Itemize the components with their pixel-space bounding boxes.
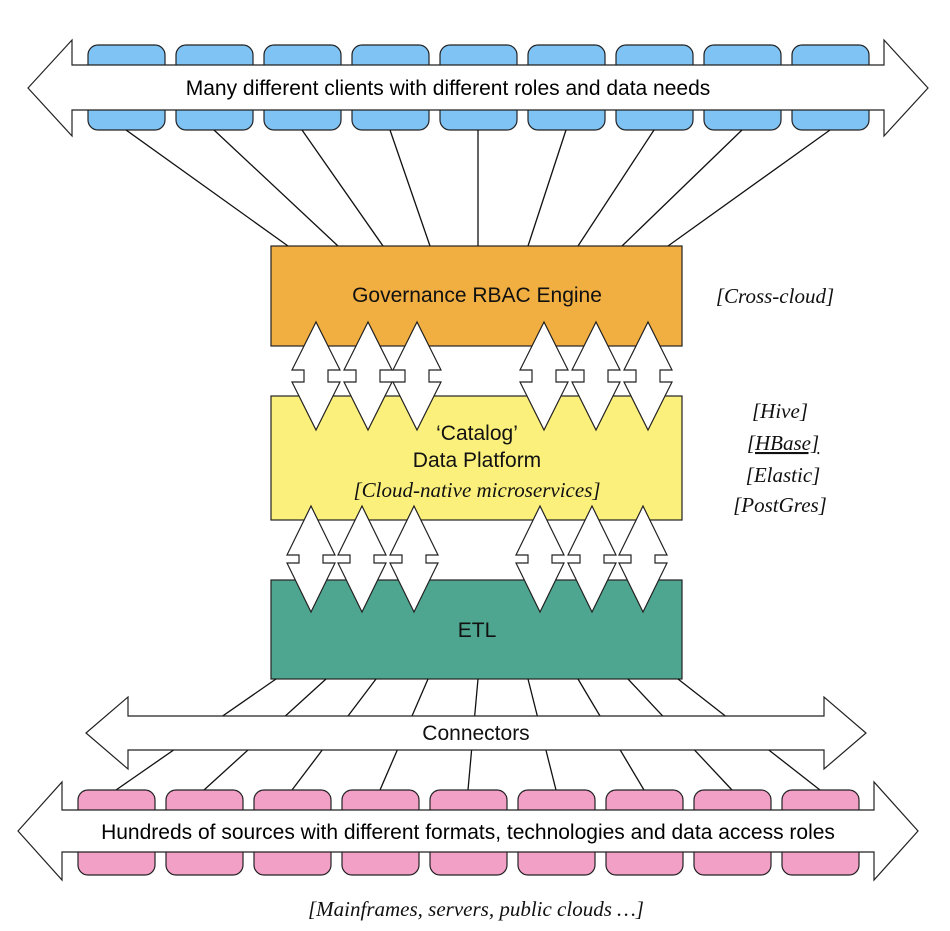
clients-banner-arrow	[27, 38, 929, 138]
etl-label: ETL	[458, 619, 497, 642]
connection-line	[621, 129, 743, 247]
catalog-tech-note: [Cloud-native microservices]	[353, 478, 600, 502]
double-arrow-icon	[392, 320, 442, 432]
clients-banner-label: Many different clients with different ro…	[186, 77, 711, 100]
connection-line	[389, 129, 431, 247]
double-arrow-icon	[343, 320, 393, 432]
client-connection-lines	[125, 129, 831, 247]
connection-line	[301, 129, 384, 247]
connection-line	[213, 129, 339, 247]
catalog-title: ‘Catalog’	[436, 422, 518, 445]
sources-note: [Mainframes, servers, public clouds …]	[308, 897, 644, 921]
connection-line	[527, 129, 567, 247]
double-arrow-icon	[291, 320, 341, 432]
governance-label: Governance RBAC Engine	[352, 284, 602, 307]
connectors-arrow	[85, 695, 867, 771]
governance-box	[270, 245, 683, 347]
catalog-note-hive: [Hive]	[752, 399, 808, 423]
double-arrow-icon	[618, 504, 668, 614]
catalog-box	[270, 395, 683, 521]
sources-banner-label: Hundreds of sources with different forma…	[101, 821, 835, 844]
double-arrow-icon	[389, 504, 439, 614]
double-arrow-icon	[623, 320, 673, 432]
connectors-label: Connectors	[422, 722, 529, 745]
double-arrow-icon	[571, 320, 621, 432]
connection-line	[125, 129, 289, 247]
governance-catalog-arrows	[291, 320, 673, 432]
catalog-subtitle: Data Platform	[413, 449, 541, 472]
double-arrow-icon	[337, 504, 387, 614]
double-arrow-icon	[519, 320, 569, 432]
double-arrow-icon	[567, 504, 617, 614]
catalog-note-hbase: [HBase]	[747, 431, 819, 455]
catalog-etl-arrows	[286, 504, 668, 614]
double-arrow-icon	[286, 504, 336, 614]
connection-line	[577, 129, 655, 247]
catalog-note-postgres: [PostGres]	[733, 493, 827, 517]
sources-banner-arrow	[17, 780, 919, 882]
catalog-note-elastic: [Elastic]	[746, 463, 821, 487]
connection-line	[667, 129, 831, 247]
governance-note: [Cross-cloud]	[716, 284, 834, 308]
etl-box	[270, 579, 683, 680]
double-arrow-icon	[515, 504, 565, 614]
